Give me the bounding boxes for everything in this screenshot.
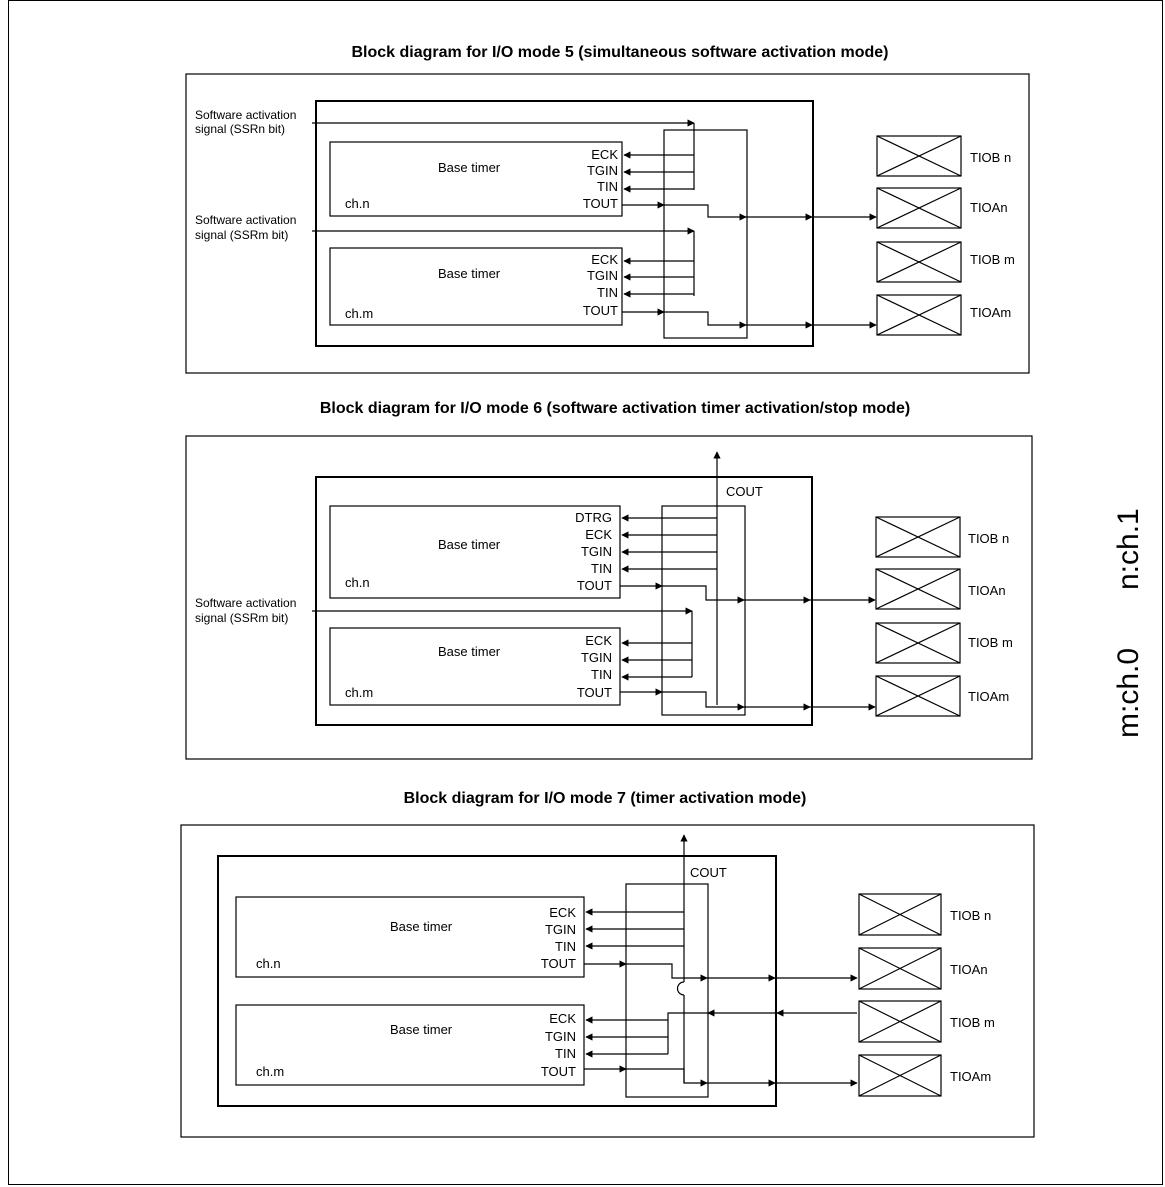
base-timer-m-mode7	[235, 1004, 585, 1086]
signal-tout: TOUT	[577, 685, 612, 700]
signal-tin: TIN	[597, 179, 618, 194]
page-frame	[8, 0, 1163, 1185]
signal-eck: ECK	[591, 147, 618, 162]
selector-block-mode7	[625, 883, 709, 1098]
pin-label: TIOB n	[970, 150, 1011, 165]
pin-tiob-n	[876, 135, 962, 177]
signal-tgin: TGIN	[581, 544, 612, 559]
channel-label: ch.n	[345, 196, 370, 211]
pin-label: TIOAn	[950, 962, 988, 977]
channel-label: ch.n	[256, 956, 281, 971]
diagram-title-mode6: Block diagram for I/O mode 6 (software a…	[320, 400, 910, 417]
selector-block-mode5	[663, 129, 748, 339]
pin-tioa-m	[875, 675, 961, 717]
diagram-title-mode7: Block diagram for I/O mode 7 (timer acti…	[404, 790, 807, 807]
cout-label: COUT	[690, 865, 727, 880]
signal-eck: ECK	[585, 527, 612, 542]
signal-tgin: TGIN	[587, 163, 618, 178]
signal-tin: TIN	[555, 939, 576, 954]
signal-dtrg: DTRG	[575, 510, 612, 525]
base-timer-n-mode7	[235, 896, 585, 978]
pin-tiob-m	[876, 241, 962, 283]
pin-tioa-n	[858, 947, 942, 990]
side-label-n: n:ch.1	[1112, 508, 1145, 590]
pin-tioa-n	[876, 187, 962, 229]
signal-tin: TIN	[591, 667, 612, 682]
timer-label: Base timer	[438, 160, 501, 175]
signal-tout: TOUT	[541, 1064, 576, 1079]
sw-activation-label: Software activation	[195, 108, 296, 122]
wires-mode6	[312, 451, 876, 711]
block-frame-mode6	[315, 476, 813, 726]
timer-label: Base timer	[390, 919, 453, 934]
signal-eck: ECK	[591, 252, 618, 267]
outer-frame-mode7	[180, 824, 1035, 1138]
wires-mode7	[584, 834, 858, 1087]
sw-activation-label: Software activation	[195, 213, 296, 227]
base-timer-m-mode5	[329, 247, 623, 326]
signal-tgin: TGIN	[587, 268, 618, 283]
sw-activation-label: Software activation	[195, 596, 296, 610]
signal-tout: TOUT	[583, 196, 618, 211]
signal-tgin: TGIN	[581, 650, 612, 665]
cout-label: COUT	[726, 484, 763, 499]
pin-label: TIOAm	[968, 689, 1009, 704]
pin-tioa-m	[858, 1054, 942, 1097]
timer-label: Base timer	[438, 266, 501, 281]
pin-label: TIOAm	[950, 1069, 991, 1084]
signal-tin: TIN	[597, 285, 618, 300]
signal-tout: TOUT	[577, 578, 612, 593]
timer-label: Base timer	[390, 1022, 453, 1037]
signal-tgin: TGIN	[545, 1029, 576, 1044]
signal-eck: ECK	[585, 633, 612, 648]
wires-mode5	[312, 119, 877, 329]
pin-label: TIOB m	[950, 1015, 995, 1030]
sw-activation-signal: signal (SSRm bit)	[195, 228, 288, 242]
pin-tiob-n	[858, 893, 942, 936]
pin-label: TIOB n	[968, 531, 1009, 546]
signal-eck: ECK	[549, 905, 576, 920]
channel-label: ch.m	[345, 306, 373, 321]
pin-label: TIOB m	[970, 252, 1015, 267]
pin-label: TIOB m	[968, 635, 1013, 650]
pin-label: TIOAn	[968, 583, 1006, 598]
sw-activation-signal: signal (SSRn bit)	[195, 122, 285, 136]
timer-label: Base timer	[438, 644, 501, 659]
pin-label: TIOB n	[950, 908, 991, 923]
channel-label: ch.m	[345, 685, 373, 700]
signal-eck: ECK	[549, 1011, 576, 1026]
base-timer-n-mode5	[329, 141, 623, 217]
outer-frame-mode5	[185, 73, 1030, 374]
pin-tiob-n	[875, 516, 961, 558]
pin-label: TIOAm	[970, 305, 1011, 320]
side-label-m: m:ch.0	[1112, 648, 1145, 738]
timer-label: Base timer	[438, 537, 501, 552]
block-frame-mode5	[315, 100, 814, 347]
signal-tin: TIN	[555, 1046, 576, 1061]
pin-tioa-m	[876, 294, 962, 336]
signal-tout: TOUT	[583, 303, 618, 318]
signal-tin: TIN	[591, 561, 612, 576]
signal-tgin: TGIN	[545, 922, 576, 937]
pin-tioa-n	[875, 568, 961, 610]
base-timer-m-mode6	[329, 627, 621, 706]
pin-label: TIOAn	[970, 200, 1008, 215]
pin-tiob-m	[858, 1000, 942, 1043]
diagram-title-mode5: Block diagram for I/O mode 5 (simultaneo…	[352, 44, 889, 61]
channel-label: ch.n	[345, 575, 370, 590]
block-frame-mode7	[217, 855, 777, 1107]
base-timer-n-mode6	[329, 505, 621, 599]
signal-tout: TOUT	[541, 956, 576, 971]
outer-frame-mode6	[185, 435, 1033, 760]
channel-label: ch.m	[256, 1064, 284, 1079]
pin-tiob-m	[875, 622, 961, 664]
sw-activation-signal: signal (SSRm bit)	[195, 611, 288, 625]
